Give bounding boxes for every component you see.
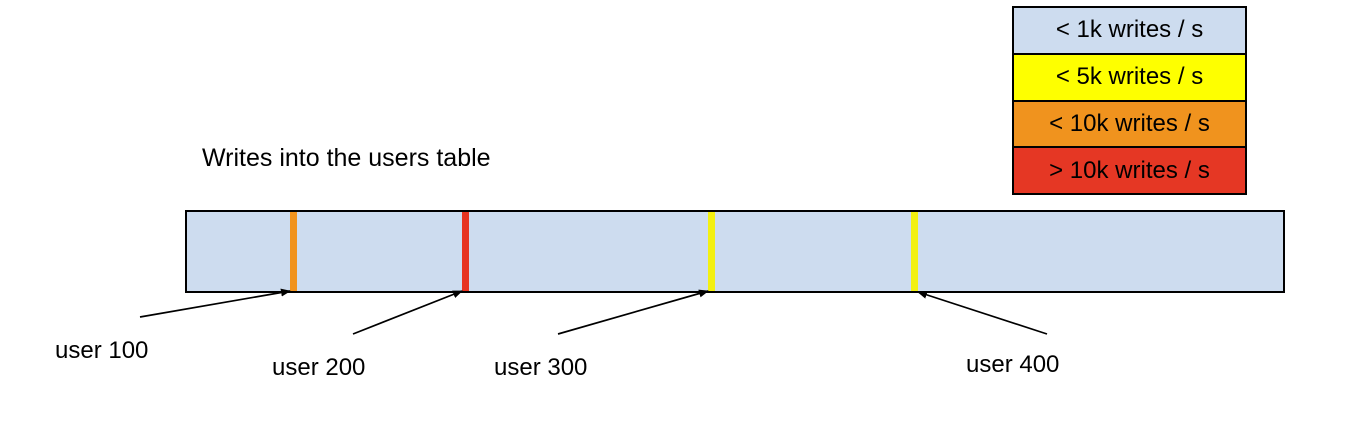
shard-boundary-marker (289, 212, 297, 291)
legend-item-lt-10k: < 10k writes / s (1014, 101, 1245, 149)
user-label: user 200 (272, 354, 366, 381)
annotation-arrow (917, 290, 1048, 335)
shard-boundary-marker (707, 212, 715, 291)
legend-item-label: > 10k writes / s (1049, 156, 1210, 184)
shard-boundary-marker (910, 212, 918, 291)
shard-boundary-marker (461, 212, 469, 291)
annotation-arrow (557, 289, 709, 335)
legend-item-gt-10k: > 10k writes / s (1014, 148, 1245, 193)
legend-item-label: < 10k writes / s (1049, 109, 1210, 137)
user-label: user 100 (55, 337, 149, 364)
legend-item-lt-1k: < 1k writes / s (1014, 8, 1245, 55)
legend-item-label: < 1k writes / s (1055, 16, 1204, 44)
user-label: user 300 (494, 354, 588, 381)
user-label: user 400 (966, 351, 1060, 378)
legend-item-label: < 5k writes / s (1055, 63, 1204, 91)
users-table-bar (185, 210, 1285, 293)
legend: < 1k writes / s < 5k writes / s < 10k wr… (1012, 6, 1247, 195)
legend-item-lt-5k: < 5k writes / s (1014, 54, 1245, 102)
diagram-title: Writes into the users table (202, 144, 491, 172)
annotation-arrow (352, 290, 463, 335)
annotation-arrow (139, 288, 291, 318)
